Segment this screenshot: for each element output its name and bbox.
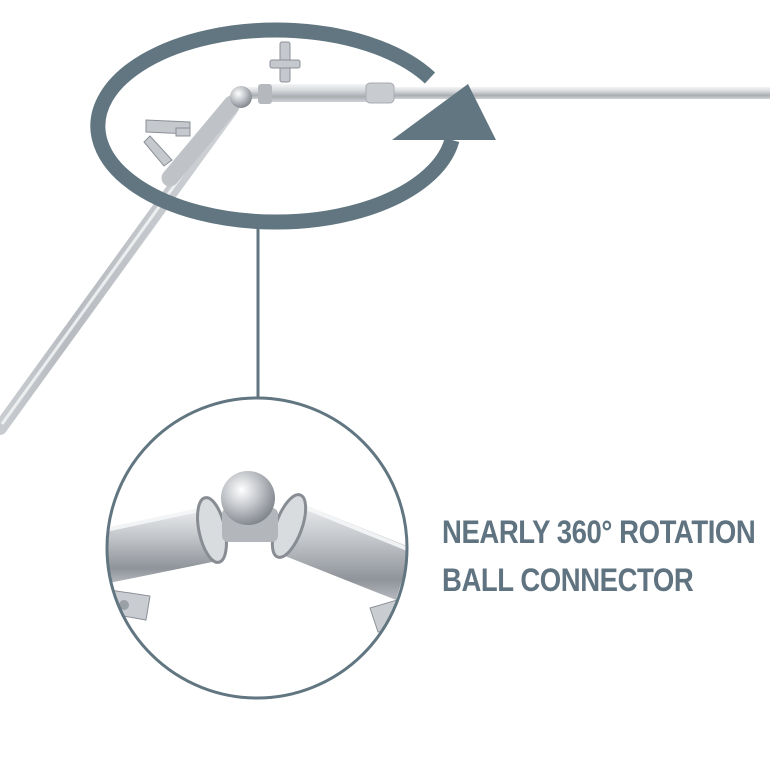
bracket-top [269,41,301,83]
ball-connector [230,86,252,108]
caption-line-2: BALL CONNECTOR [442,562,694,598]
caption-line-1: NEARLY 360° ROTATION [442,514,756,550]
zoom-detail [105,396,409,700]
bracket-side [143,119,191,167]
circular-rotation-arrow-icon [392,84,496,140]
curtain-rod-assembly [0,41,770,435]
rotation-indicator [90,22,496,230]
feature-caption: NEARLY 360° ROTATION BALL CONNECTOR [442,508,756,604]
